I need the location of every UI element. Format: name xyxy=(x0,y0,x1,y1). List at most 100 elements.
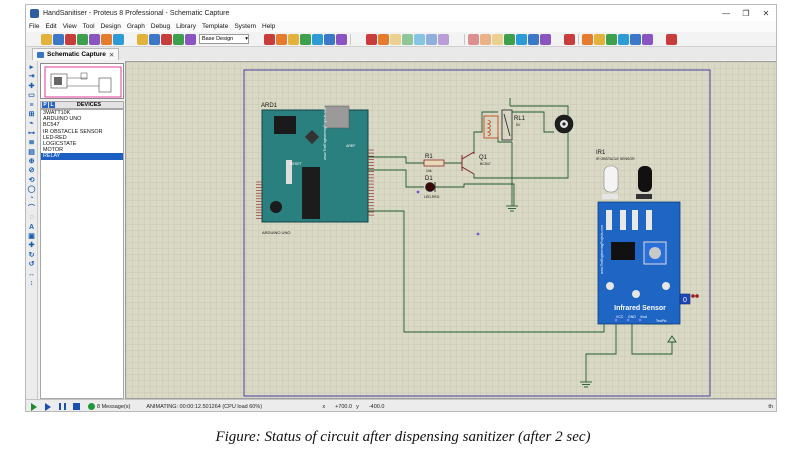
left-tool-icon[interactable]: ⊘ xyxy=(28,167,35,175)
left-tool-icon[interactable]: ↺ xyxy=(28,261,35,269)
toolbar-button-icon[interactable] xyxy=(582,33,593,45)
menu-view[interactable]: View xyxy=(62,23,77,30)
left-tool-icon[interactable]: ◔ xyxy=(29,195,34,203)
toolbar-button-icon[interactable] xyxy=(252,33,263,45)
led-d1[interactable] xyxy=(425,182,436,192)
toolbar-button-icon[interactable] xyxy=(504,33,515,45)
toolbar-button-icon[interactable] xyxy=(450,33,461,45)
toolbar-button-icon[interactable] xyxy=(89,33,100,45)
toolbar-button-icon[interactable] xyxy=(161,33,172,45)
close-window-button[interactable]: ✕ xyxy=(762,8,770,18)
tab-close-icon[interactable]: ✕ xyxy=(108,51,115,59)
menu-debug[interactable]: Debug xyxy=(150,23,171,30)
left-tool-icon[interactable]: ✚ xyxy=(28,82,35,90)
toolbar-button-icon[interactable] xyxy=(300,33,311,45)
toolbar-button-icon[interactable] xyxy=(336,33,347,45)
toolbar-button-icon[interactable] xyxy=(137,33,148,45)
left-tool-icon[interactable]: ⊞ xyxy=(28,110,35,118)
toolbar-button-icon[interactable] xyxy=(402,33,413,45)
device-list-item[interactable]: MOTOR xyxy=(43,147,63,154)
toolbar-button-icon[interactable] xyxy=(390,33,401,45)
toolbar-button-icon[interactable] xyxy=(185,33,196,45)
toolbar-button-icon[interactable] xyxy=(125,33,136,45)
toolbar-button-icon[interactable] xyxy=(378,33,389,45)
left-tool-icon[interactable]: ⌁ xyxy=(29,120,34,128)
menu-file[interactable]: File xyxy=(29,23,40,30)
toolbar-button-icon[interactable] xyxy=(149,33,160,45)
left-tool-icon[interactable]: ⊶ xyxy=(28,129,35,137)
device-list-item[interactable]: BC547 xyxy=(43,122,60,129)
toolbar-button-icon[interactable] xyxy=(264,33,275,45)
pick-devices-button[interactable]: P xyxy=(42,102,48,108)
toolbar-button-icon[interactable] xyxy=(666,33,677,45)
toolbar-button-icon[interactable] xyxy=(414,33,425,45)
toolbar-button-icon[interactable] xyxy=(654,33,665,45)
toolbar-button-icon[interactable] xyxy=(173,33,184,45)
left-tool-icon[interactable]: ≡ xyxy=(29,101,34,109)
menu-graph[interactable]: Graph xyxy=(126,23,145,30)
toolbar-button-icon[interactable] xyxy=(468,33,479,45)
relay-rl1[interactable] xyxy=(483,109,513,141)
left-tool-icon[interactable]: ▭ xyxy=(28,92,35,100)
toolbar-button-icon[interactable] xyxy=(630,33,641,45)
left-tool-icon[interactable]: ≣ xyxy=(28,139,35,147)
maximize-button[interactable]: ❐ xyxy=(742,8,750,18)
toolbar-button-icon[interactable] xyxy=(438,33,449,45)
toolbar-button-icon[interactable] xyxy=(516,33,527,45)
toolbar-button-icon[interactable] xyxy=(113,33,124,45)
schematic-canvas[interactable]: RESET www.TheEngineeringProjects.com ARE… xyxy=(125,61,776,399)
toolbar-button-icon[interactable] xyxy=(540,33,551,45)
toolbar-button-icon[interactable] xyxy=(288,33,299,45)
dc-motor[interactable] xyxy=(554,114,574,134)
step-simulation-button[interactable] xyxy=(42,402,54,412)
menu-edit[interactable]: Edit xyxy=(45,23,57,30)
toolbar-button-icon[interactable] xyxy=(480,33,491,45)
left-tool-icon[interactable]: ↕ xyxy=(29,279,34,287)
left-tool-icon[interactable]: ✚ xyxy=(28,242,35,250)
toolbar-button-icon[interactable] xyxy=(354,33,365,45)
pause-simulation-button[interactable] xyxy=(56,402,68,412)
toolbar-button-icon[interactable] xyxy=(564,33,575,45)
left-tool-icon[interactable]: ▣ xyxy=(28,233,35,241)
transistor-q1[interactable] xyxy=(461,151,475,175)
toolbar-button-icon[interactable] xyxy=(492,33,503,45)
device-list-item[interactable]: LED-RED xyxy=(43,134,67,141)
toolbar-button-icon[interactable] xyxy=(324,33,335,45)
toolbar-button-icon[interactable] xyxy=(528,33,539,45)
toolbar-button-icon[interactable] xyxy=(642,33,653,45)
tab-schematic-capture[interactable]: Schematic Capture ✕ xyxy=(32,48,120,60)
menu-library[interactable]: Library xyxy=(176,23,196,30)
left-tool-icon[interactable]: ⌒ xyxy=(28,204,35,212)
toolbar-button-icon[interactable] xyxy=(618,33,629,45)
toolbar-button-icon[interactable] xyxy=(606,33,617,45)
left-tool-icon[interactable]: A xyxy=(28,223,35,231)
device-list-item[interactable]: IR OBSTACLE SENSOR xyxy=(43,128,103,135)
device-list-item[interactable]: RELAY xyxy=(41,153,123,160)
arduino-uno[interactable]: RESET www.TheEngineeringProjects.com ARE… xyxy=(256,105,374,223)
left-tool-icon[interactable]: ↔ xyxy=(28,270,35,278)
overview-window[interactable] xyxy=(40,63,124,99)
left-tool-icon[interactable]: ▤ xyxy=(28,148,35,156)
toolbar-button-icon[interactable] xyxy=(366,33,377,45)
toolbar-button-icon[interactable] xyxy=(426,33,437,45)
resistor-r1[interactable] xyxy=(423,159,445,167)
left-tool-icon[interactable]: ◌ xyxy=(29,214,34,222)
toolbar-button-icon[interactable] xyxy=(77,33,88,45)
toolbar-button-icon[interactable] xyxy=(312,33,323,45)
toolbar-button-icon[interactable] xyxy=(29,33,40,45)
messages-count[interactable]: 8 Message(s) xyxy=(97,403,131,410)
toolbar-button-icon[interactable] xyxy=(53,33,64,45)
left-tool-icon[interactable]: ▸ xyxy=(29,64,34,71)
left-tool-icon[interactable]: ◯ xyxy=(27,186,36,194)
left-tool-icon[interactable]: ↻ xyxy=(28,251,35,259)
toolbar-button-icon[interactable] xyxy=(65,33,76,45)
menu-template[interactable]: Template xyxy=(201,23,229,30)
toolbar-button-icon[interactable] xyxy=(276,33,287,45)
minimize-button[interactable]: — xyxy=(722,8,730,18)
stop-simulation-button[interactable] xyxy=(70,402,82,412)
toolbar-button-icon[interactable] xyxy=(101,33,112,45)
left-tool-icon[interactable]: ⟲ xyxy=(28,176,35,184)
menu-help[interactable]: Help xyxy=(262,23,276,30)
device-list-item[interactable]: 3WATT10K xyxy=(43,110,71,116)
library-manager-button[interactable]: L xyxy=(49,102,55,108)
